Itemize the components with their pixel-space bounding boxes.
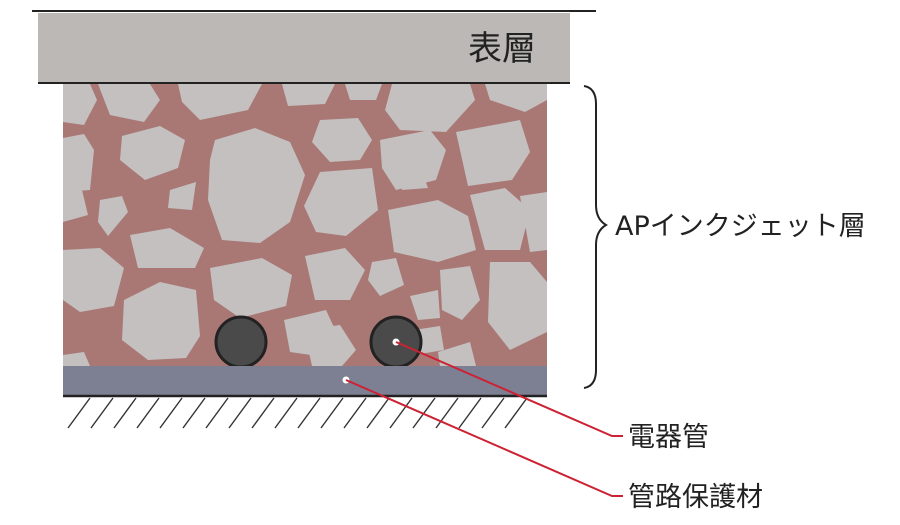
ap-inkjet-layer-label: APインクジェット層 [615,211,866,242]
hatch-line [205,397,229,429]
aggregate-stone [385,84,475,132]
aggregate-stone [400,166,428,190]
surface-layer-label: 表層 [468,29,536,69]
protective-material-leader [342,376,623,497]
hatch-line [182,397,206,429]
ap-layer-brace [583,85,608,389]
aggregate-stone [63,352,90,366]
surface-layer [38,13,570,83]
hatch-line [67,397,91,429]
hatch-line [228,397,252,429]
conduit-label: 電器管 [628,422,709,453]
aggregate-stone [368,258,404,296]
aggregate-stone [178,84,262,120]
aggregate-stone [485,84,547,112]
hatch-line [159,397,183,429]
pipe-protective-material [63,366,547,395]
aggregate-stone [210,258,292,318]
hatch-line [274,397,298,429]
aggregate-stone [488,262,547,350]
aggregate-stone [98,84,160,122]
aggregate-stone [520,192,547,252]
hatch-line [320,397,344,429]
hatch-line [504,397,528,429]
hatch-line [251,397,275,429]
hatch-line [343,397,367,429]
aggregate-stone [168,182,196,210]
aggregate-stone [410,290,440,320]
aggregate-stones [63,84,547,366]
aggregate-stone [470,188,530,250]
hatch-line [435,397,459,429]
aggregate-stone [456,120,530,186]
aggregate-stone [208,128,305,243]
aggregate-stone [63,248,124,312]
hatch-line [90,397,114,429]
aggregate-stone [440,266,480,320]
aggregate-stone [63,188,88,222]
aggregate-stone [345,84,382,100]
aggregate-stone [312,118,372,162]
aggregate-stone [305,248,365,300]
aggregate-stone [388,200,476,262]
aggregate-stone [282,84,335,106]
aggregate-stone [120,126,185,180]
protective-material-label: 管路保護材 [628,482,763,513]
aggregate-stone [304,325,356,366]
aggregate-stone [130,228,204,268]
aggregate-stone [98,196,128,236]
conduit-leader [392,338,623,437]
aggregate-stone [63,84,97,125]
hatch-line [366,397,390,429]
hatch-line [136,397,160,429]
hatch-line [458,397,482,429]
hatch-line [481,397,505,429]
aggregate-stone [304,168,378,236]
aggregate-stone [122,282,200,360]
ground-hatching [67,397,528,429]
aggregate-stone [438,342,476,366]
aggregate-stone [380,130,446,190]
aggregate-stone [63,134,94,192]
hatch-line [297,397,321,429]
hatch-line [389,397,413,429]
conduit-pipe-left [214,315,268,369]
ap-inkjet-layer [63,84,547,366]
hatch-line [113,397,137,429]
